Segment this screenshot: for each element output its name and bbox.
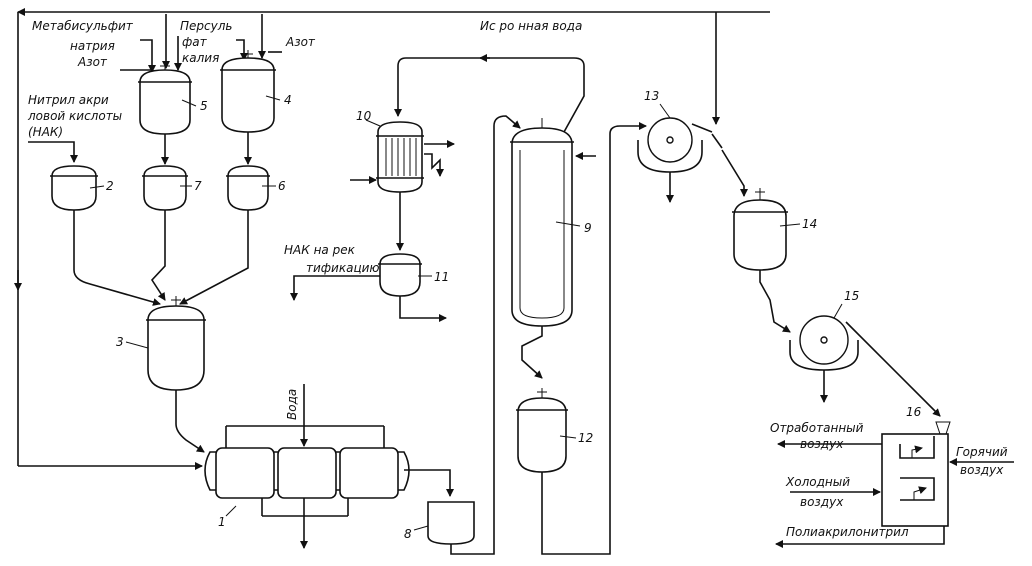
label-15: 15 xyxy=(844,289,859,303)
persulfate-label-3: калия xyxy=(182,51,219,65)
nak-rect-label-1: НАК на рек xyxy=(284,243,356,257)
recycled-water-line xyxy=(14,8,770,470)
label-2: 2 xyxy=(106,179,114,193)
tank-8 xyxy=(427,501,475,545)
dryer-16 xyxy=(881,421,951,527)
label-12: 12 xyxy=(578,431,593,445)
polymerizer-1 xyxy=(204,425,410,517)
metabisulfite-label-2: натрия xyxy=(70,39,115,53)
drum-filter-15 xyxy=(789,315,859,371)
persulfate-label-2: фат xyxy=(182,35,208,49)
recycled-water-label: Ис ро нная вода xyxy=(480,19,582,33)
label-13: 13 xyxy=(644,89,659,103)
vessel-12 xyxy=(516,388,568,473)
label-5: 5 xyxy=(200,99,208,113)
label-6: 6 xyxy=(278,179,286,193)
vessel-7 xyxy=(142,165,188,211)
hot-air-label-1: Горячий xyxy=(956,445,1008,459)
nak-rect-label-2: тификацию xyxy=(306,261,380,275)
hot-air-label-2: воздух xyxy=(960,463,1004,477)
column-9 xyxy=(510,118,574,327)
acrylonitrile-label-3: (НАК) xyxy=(28,125,63,139)
label-14: 14 xyxy=(802,217,817,231)
nitrogen-left-label: Азот xyxy=(77,55,108,69)
cold-air-label-2: воздух xyxy=(800,495,844,509)
label-4: 4 xyxy=(284,93,292,107)
drum-filter-13 xyxy=(637,117,703,173)
vessel-14 xyxy=(732,188,788,271)
acrylonitrile-label-2: ловой кислоты xyxy=(27,109,122,123)
cold-air-label-1: Холодный xyxy=(785,475,850,489)
metabisulfite-label-1: Метабисульфит xyxy=(32,19,134,33)
vessel-6 xyxy=(226,165,270,211)
label-8: 8 xyxy=(404,527,412,541)
label-11: 11 xyxy=(434,270,449,284)
label-10: 10 xyxy=(356,109,372,123)
label-3: 3 xyxy=(116,335,124,349)
label-1: 1 xyxy=(218,515,226,529)
heat-exchanger-10 xyxy=(376,121,424,193)
vessel-4 xyxy=(220,50,276,133)
acrylonitrile-label-1: Нитрил акри xyxy=(28,93,109,107)
persulfate-label-1: Персуль xyxy=(180,19,232,33)
label-9: 9 xyxy=(584,221,592,235)
vessel-5 xyxy=(138,62,192,135)
label-7: 7 xyxy=(194,179,202,193)
nitrogen-right-label: Азот xyxy=(285,35,316,49)
exhaust-air-label-1: Отработанный xyxy=(770,421,864,435)
vessel-2 xyxy=(50,165,98,211)
separator-11 xyxy=(378,253,422,297)
polyacrylonitrile-label: Полиакрилонитрил xyxy=(786,525,909,539)
water-label: Вода xyxy=(285,389,299,420)
label-16: 16 xyxy=(906,405,922,419)
vessel-3 xyxy=(146,296,206,391)
